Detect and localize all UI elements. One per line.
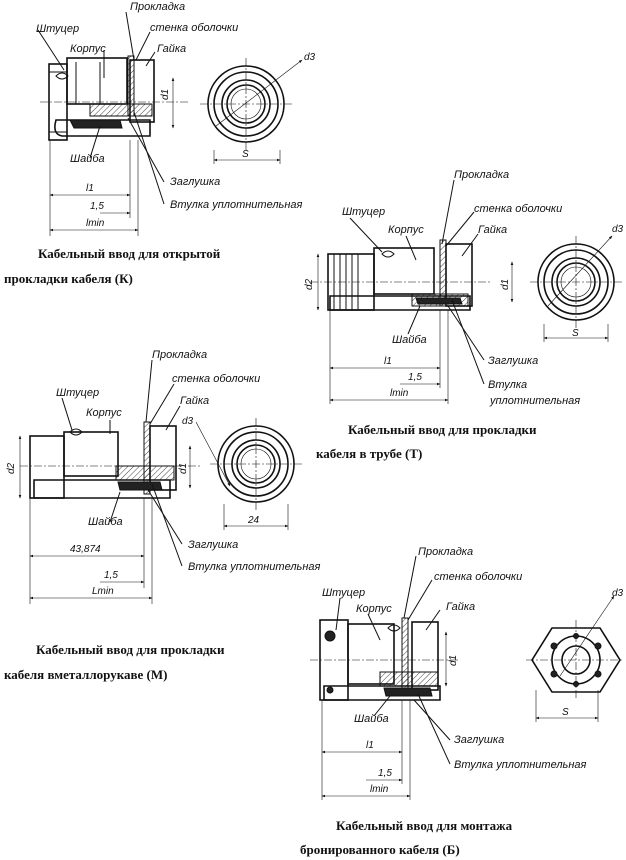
t-caption-line1: Кабельный ввод для прокладки — [348, 422, 537, 437]
k-label-shtucer: Штуцер — [36, 23, 79, 35]
view-k: Штуцер Корпус Прокладка стенка оболочки … — [4, 1, 316, 286]
view-t-section — [310, 179, 514, 385]
t-dim-d2: d2 — [304, 278, 315, 290]
view-t: Штуцер Корпус Прокладка стенка оболочки … — [304, 169, 624, 461]
t-dim-l1: l1 — [384, 356, 392, 367]
b-dim-s: S — [562, 707, 569, 718]
view-m-dimensions — [29, 498, 153, 604]
view-k-end-view — [200, 58, 303, 164]
k-dim-s: S — [242, 149, 249, 160]
m-label-gaika: Гайка — [180, 395, 209, 407]
t-caption-line2: кабеля в трубе (Т) — [316, 446, 422, 461]
k-caption-line1: Кабельный ввод для открытой — [38, 246, 221, 261]
t-dim-lmin: lmin — [390, 388, 409, 399]
k-label-zaglushka: Заглушка — [170, 176, 220, 188]
view-b: Штуцер Корпус Прокладка стенка оболочки … — [300, 546, 624, 857]
view-t-dimensions — [329, 310, 449, 404]
m-label-shtucer: Штуцер — [56, 387, 99, 399]
t-label-stenka: стенка оболочки — [474, 203, 562, 215]
b-label-shtucer: Штуцер — [322, 587, 365, 599]
b-dim-l1: l1 — [366, 740, 374, 751]
b-label-stenka: стенка оболочки — [434, 571, 522, 583]
b-dim-d1: d1 — [448, 655, 459, 666]
k-caption-line2: прокладки кабеля (К) — [4, 271, 133, 286]
t-label-shtucer: Штуцер — [342, 206, 385, 218]
k-label-stenka: стенка оболочки — [150, 22, 238, 34]
view-m: Штуцер Корпус Прокладка стенка оболочки … — [4, 349, 320, 682]
b-dim-lmin: lmin — [370, 784, 389, 795]
view-k-dimensions — [49, 140, 139, 236]
t-dim-d3: d3 — [612, 224, 624, 235]
k-label-shaiba: Шайба — [70, 153, 105, 165]
view-m-section — [18, 359, 200, 567]
m-dim-l1: 43,874 — [70, 544, 101, 555]
view-t-end-view — [530, 235, 622, 342]
k-dim-l1: l1 — [86, 183, 94, 194]
m-dim-d1: d1 — [178, 463, 189, 474]
m-label-zaglushka: Заглушка — [188, 539, 238, 551]
view-b-section — [310, 555, 460, 765]
t-label-prokladka: Прокладка — [454, 169, 509, 181]
b-caption-line2: бронированного кабеля (Б) — [300, 842, 460, 857]
b-label-korpus: Корпус — [356, 603, 392, 615]
t-label-vtulka-1: Втулка — [488, 379, 527, 391]
k-label-gaika: Гайка — [157, 43, 186, 55]
b-dim-d3: d3 — [612, 588, 624, 599]
b-label-shaiba: Шайба — [354, 713, 389, 725]
t-label-gaika: Гайка — [478, 224, 507, 236]
m-dim-s: 24 — [247, 515, 260, 526]
b-label-prokladka: Прокладка — [418, 546, 473, 558]
m-label-prokladka: Прокладка — [152, 349, 207, 361]
view-m-end-view — [195, 418, 302, 530]
m-dim-lmin: Lmin — [92, 586, 114, 597]
m-caption-line2: кабеля вметаллорукаве (М) — [4, 667, 167, 682]
view-k-section — [37, 11, 190, 205]
view-b-end-view — [526, 595, 624, 722]
m-dim-d3: d3 — [182, 416, 194, 427]
m-dim-d2: d2 — [6, 462, 17, 474]
b-label-zaglushka: Заглушка — [454, 734, 504, 746]
t-label-shaiba: Шайба — [392, 334, 427, 346]
b-dim-gap: 1,5 — [378, 768, 392, 779]
view-b-dimensions — [321, 700, 411, 800]
k-dim-lmin: lmin — [86, 218, 105, 229]
b-caption-line1: Кабельный ввод для монтажа — [336, 818, 513, 833]
m-label-stenka: стенка оболочки — [172, 373, 260, 385]
k-label-prokladka: Прокладка — [130, 1, 185, 13]
m-caption-line1: Кабельный ввод для прокладки — [36, 642, 225, 657]
k-dim-d3: d3 — [304, 52, 316, 63]
k-label-korpus: Корпус — [70, 43, 106, 55]
b-label-gaika: Гайка — [446, 601, 475, 613]
k-dim-gap: 1,5 — [90, 201, 104, 212]
m-dim-gap: 1,5 — [104, 570, 118, 581]
b-label-vtulka: Втулка уплотнительная — [454, 759, 586, 771]
t-dim-d1: d1 — [500, 279, 511, 290]
t-dim-s: S — [572, 328, 579, 339]
k-label-vtulka: Втулка уплотнительная — [170, 199, 302, 211]
m-label-vtulka: Втулка уплотнительная — [188, 561, 320, 573]
t-label-vtulka-2: уплотнительная — [489, 395, 580, 407]
m-label-korpus: Корпус — [86, 407, 122, 419]
t-label-korpus: Корпус — [388, 224, 424, 236]
k-dim-d1: d1 — [160, 89, 171, 100]
t-label-zaglushka: Заглушка — [488, 355, 538, 367]
m-label-shaiba: Шайба — [88, 516, 123, 528]
t-dim-gap: 1,5 — [408, 372, 422, 383]
